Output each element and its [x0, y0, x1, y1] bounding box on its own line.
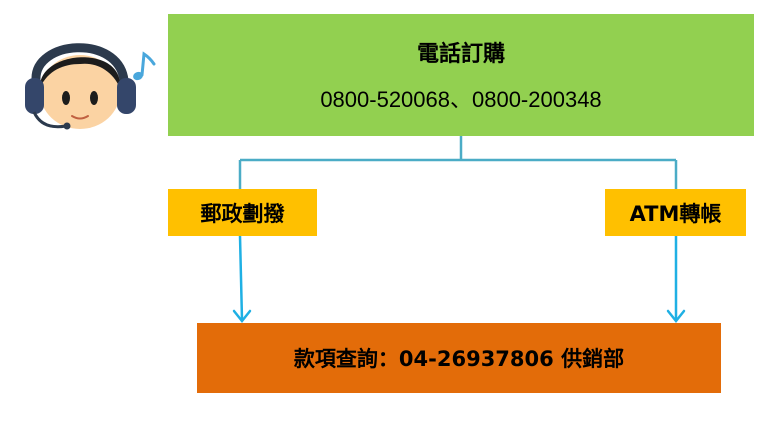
left-earcup: [25, 78, 44, 114]
hair: [39, 57, 121, 88]
music-note-icon: [133, 51, 156, 81]
payment-inquiry-box: 款項查詢：04-26937806 供銷部: [197, 323, 721, 393]
headband: [31, 43, 129, 85]
phone-order-numbers: 0800-520068、0800-200348: [320, 87, 602, 112]
atm-transfer-box: ATM轉帳: [605, 189, 746, 236]
phone-order-box: 電話訂購 0800-520068、0800-200348: [168, 14, 754, 136]
face: [40, 55, 120, 129]
atm-transfer-label: ATM轉帳: [629, 201, 722, 226]
postal-transfer-label: 郵政劃撥: [200, 201, 285, 226]
postal-transfer-box: 郵政劃撥: [168, 189, 317, 236]
microphone: [32, 111, 67, 129]
payment-inquiry-text: 款項查詢：04-26937806 供銷部: [293, 347, 625, 371]
phone-order-title: 電話訂購: [416, 42, 505, 67]
customer-support-icon: [25, 43, 156, 130]
arrow-postal-to-inquiry: [238, 234, 244, 322]
right-earcup: [117, 78, 136, 114]
